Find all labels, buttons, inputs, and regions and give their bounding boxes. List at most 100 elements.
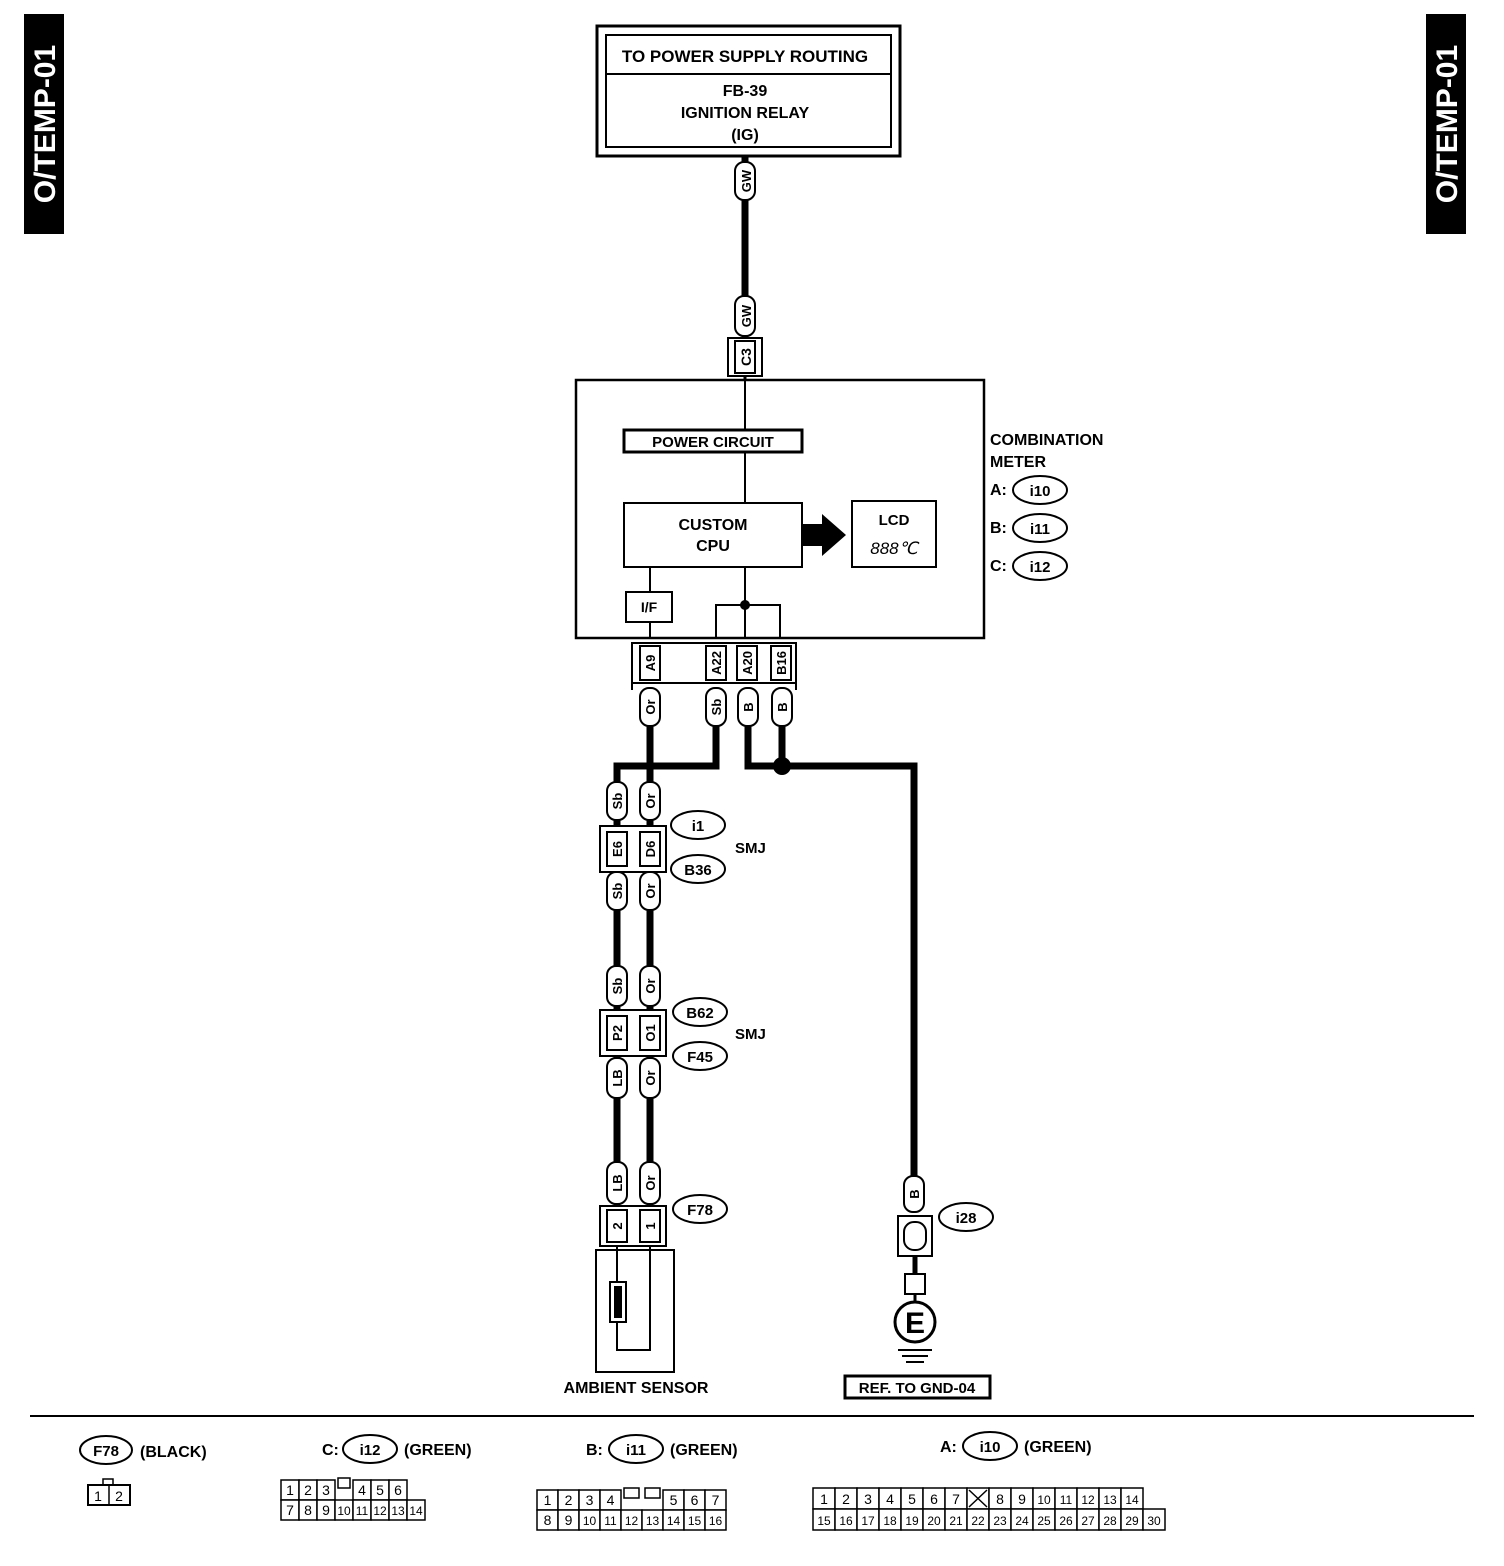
ground-symbol-icon: E <box>893 1300 937 1363</box>
wire-a22-text: Sb <box>709 699 724 716</box>
i11-pin-16-cell <box>704 1509 727 1531</box>
i11-key-notch <box>623 1487 640 1499</box>
i11-pin-8: 8 <box>544 1512 552 1528</box>
cpu-to-lcd-arrow-icon <box>802 514 846 556</box>
smj2-pin-o1: O1 <box>643 1024 658 1041</box>
smj1-code-i1: i1 <box>692 818 705 835</box>
i12-pin-14: 14 <box>409 1504 423 1518</box>
interface-block: I/F <box>625 591 673 623</box>
meter-connector-c-prefix: C: <box>990 558 1007 575</box>
sensor-connector-f78: 2 1 F78 <box>599 1194 728 1247</box>
smj2-code-f45: F45 <box>687 1049 713 1066</box>
wire-gw-top-text: GW <box>739 169 754 192</box>
i10-pin-21: 21 <box>949 1514 963 1528</box>
i12-pin-3: 3 <box>322 1482 330 1498</box>
pin-a20: A20 <box>736 645 758 681</box>
pin-a9: A9 <box>639 645 661 681</box>
smj2-top-sb: Sb <box>610 978 625 995</box>
pin-a9-text: A9 <box>643 655 658 672</box>
power-supply-box: TO POWER SUPPLY ROUTING FB-39 IGNITION R… <box>595 24 902 158</box>
i10-pin-7: 7 <box>952 1491 960 1507</box>
power-circuit-label: POWER CIRCUIT <box>652 434 774 451</box>
pin-b16-text: B16 <box>774 651 789 675</box>
meter-connector-c-code: i12 <box>1030 559 1051 576</box>
smj2-bottom-lb: LB <box>610 1069 625 1086</box>
legend-f78-pin-1: 1 <box>94 1488 102 1504</box>
i11-pin-13: 13 <box>646 1514 660 1528</box>
legend-i10-color: (GREEN) <box>1024 1439 1092 1456</box>
smj2-labels: B62 F45 SMJ <box>672 997 766 1071</box>
meter-label-line2: METER <box>990 454 1046 471</box>
lcd-digits: 888℃ <box>870 539 919 558</box>
smj2-connector: P2 O1 <box>599 1009 667 1057</box>
smj1-wire-labels-top: Sb Or <box>606 781 661 821</box>
smj1-bottom-sb: Sb <box>610 883 625 900</box>
wire-label-gw-bottom: GW <box>734 295 756 337</box>
i10-pin-20: 20 <box>927 1514 941 1528</box>
smj2-wire-labels-bottom: LB Or <box>606 1057 661 1099</box>
legend-f78-color: (BLACK) <box>140 1444 207 1461</box>
i11-pin-10: 10 <box>583 1514 597 1528</box>
i10-pin-15: 15 <box>817 1514 831 1528</box>
i12-pin-6: 6 <box>394 1482 402 1498</box>
i10-pin-24: 24 <box>1015 1514 1029 1528</box>
i10-pin-12: 12 <box>1081 1493 1095 1507</box>
legend-i10-prefix: A: <box>940 1439 957 1456</box>
i10-pin-10: 10 <box>1037 1493 1051 1507</box>
smj2-top-or: Or <box>643 978 658 993</box>
smj2-bottom-or: Or <box>643 1070 658 1085</box>
cpu-label-line1: CUSTOM <box>678 517 747 534</box>
wire-paths <box>613 690 918 1240</box>
i10-pin-13: 13 <box>1103 1493 1117 1507</box>
smj1-pin-e6: E6 <box>610 841 625 857</box>
sensor-pin-1: 1 <box>643 1222 658 1229</box>
pin-c3-text: C3 <box>738 348 754 366</box>
legend-i11-color: (GREEN) <box>670 1442 738 1459</box>
meter-connector-a-prefix: A: <box>990 482 1007 499</box>
wire-gw-bottom-text: GW <box>739 304 754 327</box>
i10-pin-28: 28 <box>1103 1514 1117 1528</box>
i11-key-notch <box>644 1487 661 1499</box>
wire-label-gw-top: GW <box>734 161 756 201</box>
sensor-connector-code: F78 <box>687 1202 713 1219</box>
sensor-wire-lb: LB <box>610 1174 625 1191</box>
i12-key-notch <box>337 1477 351 1489</box>
smj1-bottom-or: Or <box>643 883 658 898</box>
i11-pin-11: 11 <box>604 1514 617 1528</box>
custom-cpu-block: CUSTOM CPU <box>623 502 803 568</box>
wire-label-a22-sb: Sb <box>705 687 727 727</box>
meter-connector-a-code: i10 <box>1030 483 1051 500</box>
i10-pin-23: 23 <box>993 1514 1007 1528</box>
i11-pin-3: 3 <box>586 1492 594 1508</box>
i10-pin-1: 1 <box>820 1491 828 1507</box>
smj1-connector: E6 D6 <box>599 825 667 873</box>
power-box-line3: (IG) <box>731 127 759 144</box>
ground-reference-text: REF. TO GND-04 <box>859 1380 976 1397</box>
pin-a20-text: A20 <box>740 651 755 675</box>
smj1-wire-labels-bottom: Sb Or <box>606 871 661 911</box>
wire-label-a9-or: Or <box>639 687 661 727</box>
power-circuit-block: POWER CIRCUIT <box>622 428 804 454</box>
power-box-line2: IGNITION RELAY <box>681 105 810 122</box>
i10-pin-6: 6 <box>930 1491 938 1507</box>
meter-connector-b-code: i11 <box>1030 521 1050 538</box>
ground-wire-text: B <box>907 1189 922 1198</box>
i12-pin-4: 4 <box>358 1482 366 1498</box>
smj2-code-b62: B62 <box>686 1005 714 1022</box>
i10-pin-17: 17 <box>861 1514 875 1528</box>
i12-pin-2: 2 <box>304 1482 312 1498</box>
smj2-label: SMJ <box>735 1026 766 1043</box>
i10-pin-11: 11 <box>1060 1493 1073 1507</box>
i12-pin-8: 8 <box>304 1502 312 1518</box>
ground-splice-dot <box>773 757 791 775</box>
i10-pin-4: 4 <box>886 1491 894 1507</box>
i10-pin-27: 27 <box>1081 1514 1095 1528</box>
i10-pin-26: 26 <box>1059 1514 1073 1528</box>
smj1-top-sb: Sb <box>610 793 625 810</box>
wire-label-a20-b: B <box>737 687 759 727</box>
